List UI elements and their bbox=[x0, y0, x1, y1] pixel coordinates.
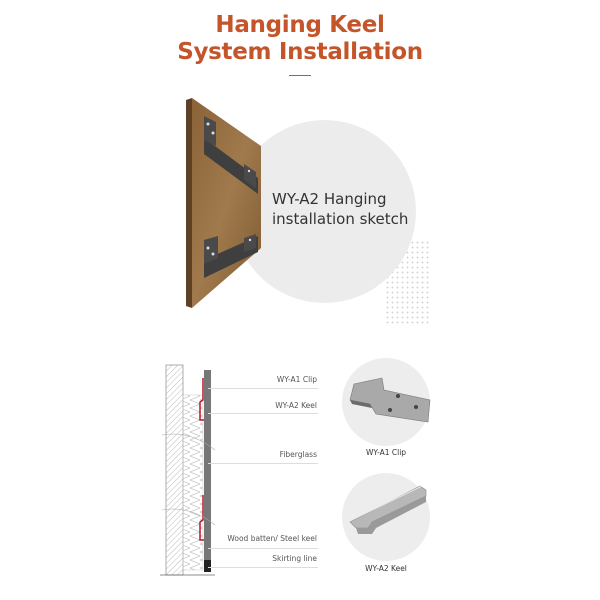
leader-line-batten bbox=[208, 548, 318, 549]
product-label-keel: WY-A2 Keel bbox=[365, 564, 407, 573]
wood-panel-image bbox=[186, 98, 261, 308]
label-fiberglass: Fiberglass bbox=[279, 450, 317, 459]
leader-line-fiberglass bbox=[208, 463, 318, 464]
label-wy-a2-keel: WY-A2 Keel bbox=[275, 401, 317, 410]
title-divider bbox=[289, 75, 311, 76]
title-line-1: Hanging Keel bbox=[215, 12, 385, 38]
wall-section-diagram bbox=[160, 364, 216, 576]
leader-line-skirting bbox=[208, 567, 318, 568]
hero-circle-background bbox=[233, 120, 416, 303]
hero-caption: WY-A2 Hanging installation sketch bbox=[272, 189, 408, 229]
page-title: Hanging Keel System Installation bbox=[0, 12, 600, 66]
leader-line-clip bbox=[208, 388, 318, 389]
keel-rail-icon bbox=[349, 485, 427, 534]
hero-caption-line-2: installation sketch bbox=[272, 210, 409, 228]
title-line-2: System Installation bbox=[177, 39, 423, 65]
leader-line-keel bbox=[208, 413, 318, 414]
hero-caption-line-1: WY-A2 Hanging bbox=[272, 190, 387, 208]
label-wy-a1-clip: WY-A1 Clip bbox=[276, 375, 317, 384]
label-wood-batten: Wood batten/ Steel keel bbox=[227, 534, 317, 543]
clip-part-icon bbox=[349, 377, 431, 423]
label-skirting-line: Skirting line bbox=[272, 554, 317, 563]
product-label-clip: WY-A1 Clip bbox=[365, 448, 407, 457]
